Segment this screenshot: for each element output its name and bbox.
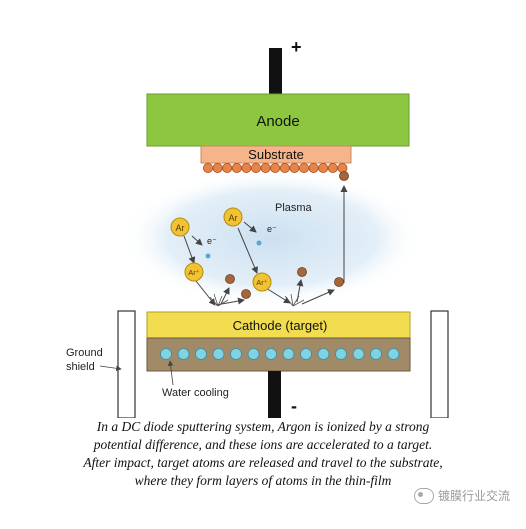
diagram-canvas: + Anode Substrate Plasma	[66, 37, 449, 418]
positive-terminal-label: +	[291, 37, 302, 57]
electron: e⁻	[205, 236, 217, 259]
negative-terminal-label: -	[291, 396, 297, 416]
target-atom	[297, 267, 307, 277]
deposited-atom	[298, 162, 309, 173]
cooling-channel	[160, 348, 172, 360]
target-atom	[334, 277, 344, 287]
impact-sparks	[209, 293, 305, 307]
deposited-atom	[212, 162, 223, 173]
caption-line: where they form layers of atoms in the t…	[134, 473, 392, 488]
deposited-atom	[337, 162, 348, 173]
ground-shield-label: shield	[66, 361, 95, 373]
svg-text:e⁻: e⁻	[267, 224, 277, 234]
deposited-atom	[222, 162, 233, 173]
argon-atom: Ar	[170, 217, 190, 237]
wechat-icon	[413, 487, 434, 504]
deposited-atom	[327, 162, 338, 173]
deposited-atom	[260, 162, 271, 173]
argon-atom: Ar	[223, 207, 243, 227]
path-arrow	[237, 227, 258, 274]
svg-text:Ar⁺: Ar⁺	[188, 268, 200, 277]
deposited-atom	[202, 162, 213, 173]
path-arrow	[195, 280, 216, 306]
target-atom	[339, 171, 349, 181]
argon-ion: Ar⁺	[252, 272, 272, 292]
anode-label: Anode	[256, 113, 299, 130]
cooling-channel	[352, 348, 365, 360]
cooling-channel	[212, 348, 225, 360]
cathode-terminal-post	[268, 371, 281, 418]
cooling-channel	[335, 348, 347, 360]
cooling-channel	[282, 348, 295, 360]
svg-text:Ar: Ar	[176, 223, 185, 233]
cooling-channels	[160, 348, 400, 360]
ground-shield-label: Ground	[66, 347, 103, 359]
deposited-atom	[318, 162, 329, 173]
path-arrow	[301, 289, 335, 305]
ground-shield-pointer	[99, 365, 122, 372]
cooling-channel	[177, 348, 190, 360]
argon-ion: Ar⁺	[184, 262, 204, 282]
target-atom	[241, 289, 251, 299]
cooling-channel	[247, 348, 260, 360]
cooling-channel	[317, 348, 330, 360]
target-atom	[225, 274, 235, 284]
anode-terminal-post	[269, 48, 282, 94]
target-atoms	[225, 171, 349, 299]
deposited-atom	[270, 162, 281, 173]
plasma-label: Plasma	[275, 202, 313, 214]
deposited-atom	[241, 162, 252, 173]
caption-line: potential difference, and these ions are…	[93, 437, 433, 452]
plasma-cloud	[122, 170, 422, 306]
svg-text:e⁻: e⁻	[207, 236, 217, 246]
cooling-channel	[230, 348, 242, 360]
path-arrow	[220, 287, 230, 305]
cathode-block	[146, 311, 411, 339]
path-arrow	[183, 235, 196, 264]
deposited-atom	[308, 162, 319, 173]
deposited-atom	[231, 162, 242, 173]
cooling-channel	[370, 348, 382, 360]
caption: In a DC diode sputtering system, Argon i…	[0, 418, 526, 490]
cooling-channel	[300, 348, 312, 360]
deposited-atom	[279, 162, 290, 173]
cooling-channel	[387, 348, 400, 360]
path-arrow	[265, 287, 291, 304]
water-cooling-pointer	[167, 360, 174, 386]
path-arrow	[191, 235, 203, 246]
deposited-atom	[289, 162, 300, 173]
substrate-label: Substrate	[248, 147, 304, 162]
svg-text:Ar⁺: Ar⁺	[256, 278, 268, 287]
water-cooling-label: Water cooling	[162, 387, 229, 399]
cooling-channel	[195, 348, 207, 360]
electron: e⁻	[256, 224, 277, 246]
deposited-atom-layer	[202, 162, 348, 173]
cooling-channel	[265, 348, 277, 360]
watermark: 镀膜行业交流	[413, 487, 510, 504]
deposited-atom	[250, 162, 261, 173]
caption-line: In a DC diode sputtering system, Argon i…	[96, 419, 430, 434]
ground-shield-left	[117, 310, 136, 418]
water-cooling-jacket	[146, 337, 411, 372]
svg-text:Ar: Ar	[229, 213, 238, 223]
substrate-block	[200, 145, 352, 164]
caption-line: After impact, target atoms are released …	[83, 455, 443, 470]
cathode-label: Cathode (target)	[233, 318, 328, 333]
ground-shield-right	[430, 310, 449, 418]
path-arrow	[243, 221, 257, 233]
watermark-text: 镀膜行业交流	[437, 489, 510, 503]
anode-block	[146, 93, 410, 147]
